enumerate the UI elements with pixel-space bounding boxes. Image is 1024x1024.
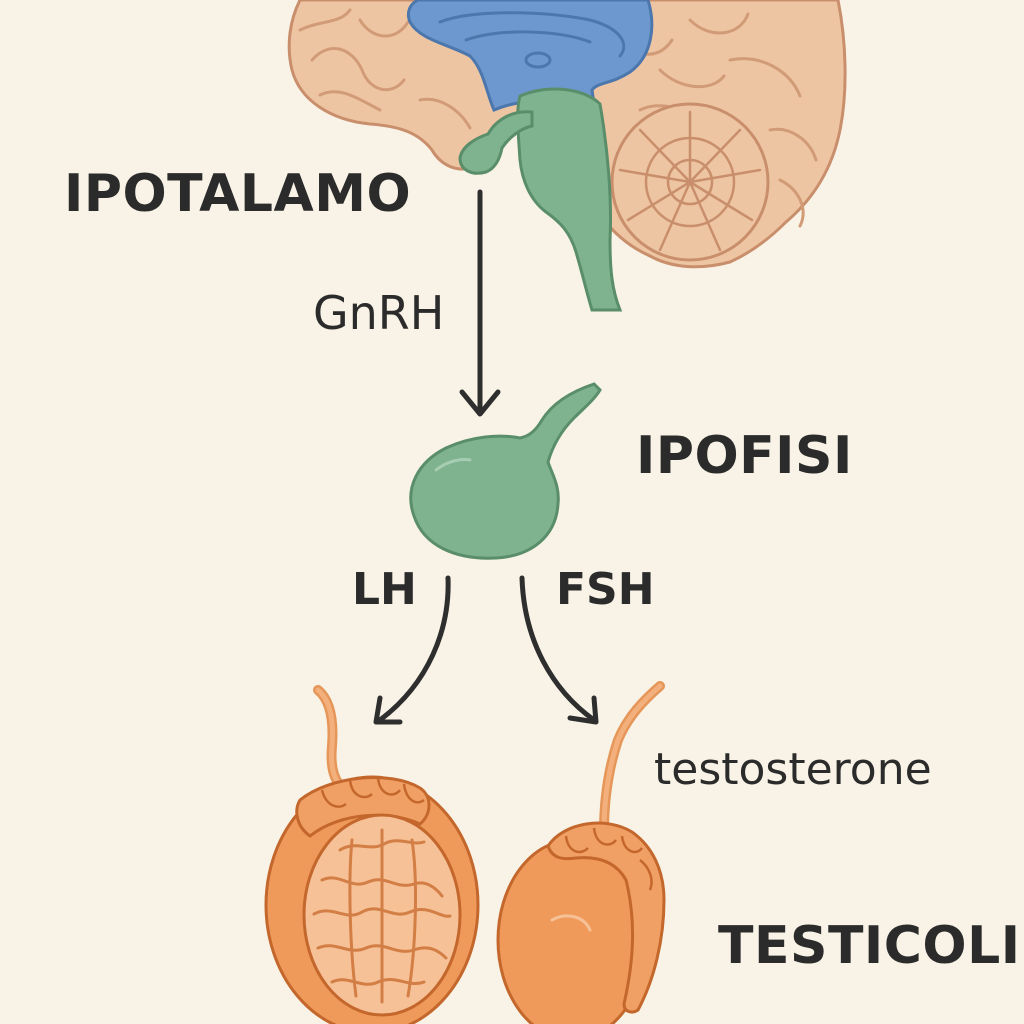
testis-right-external [496,681,666,1024]
gnrh-arrow [459,189,501,417]
gnrh-label: GnRH [313,286,445,340]
seminiferous-tubules [312,828,452,1004]
ventricle-lines [438,11,626,69]
fsh-arrow [519,575,599,725]
pituitary-gland [409,382,602,560]
cerebellum [610,102,770,262]
testosterone-label: testosterone [654,744,932,795]
pituitary-label: IPOFISI [636,426,853,486]
hypothalamus-label: IPOTALAMO [64,164,412,224]
testis-left-section [264,685,480,1024]
lh-label: LH [352,564,417,615]
testes-label: TESTICOLI [718,916,1021,976]
pituitary-stalk-upper [458,110,534,175]
brainstem [516,87,623,312]
lh-arrow [373,575,451,725]
fsh-label: FSH [556,564,655,615]
brain-illustration [287,0,847,312]
